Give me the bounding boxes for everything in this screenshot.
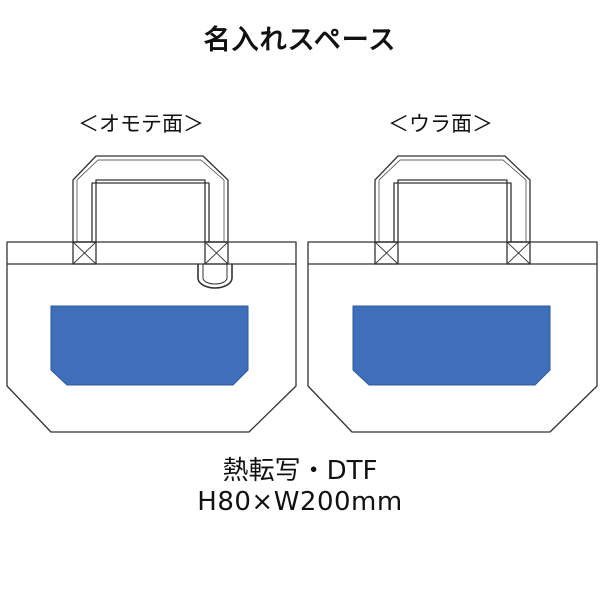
print-method: 熱転写・DTF [222, 456, 378, 486]
front-side-label: ＜オモテ面＞ [78, 112, 204, 136]
front-bag-handle [72, 155, 229, 243]
back-print-area [352, 305, 551, 386]
back-bag-body [307, 241, 598, 433]
back-handle-stitch-right [506, 241, 531, 265]
back-bag-handle [374, 155, 531, 243]
back-side-label: ＜ウラ面＞ [388, 112, 493, 136]
front-bag [6, 155, 297, 433]
page-title: 名入れスペース [203, 25, 397, 56]
front-handle-stitch-left [72, 241, 97, 265]
back-handle-stitch-left [374, 241, 399, 265]
d-ring-icon [197, 264, 233, 289]
front-handle-stitch-right [204, 241, 229, 265]
front-bag-body [6, 241, 297, 433]
back-bag [307, 155, 598, 433]
print-size: H80×W200mm [197, 487, 403, 517]
front-print-area [50, 305, 249, 386]
